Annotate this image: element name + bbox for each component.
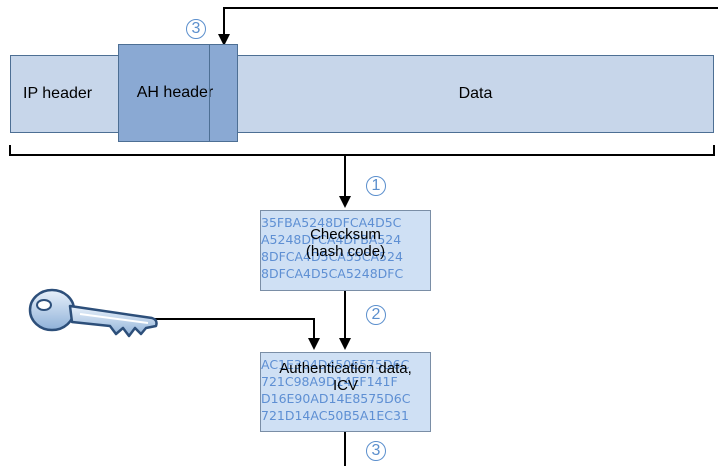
auth-data-box: AC1E304D450E575D6C 721C98A9D14EF141F D16… (260, 352, 431, 432)
data-segment: Data (237, 55, 714, 133)
ah-divider (209, 44, 210, 142)
key-icon (28, 288, 158, 338)
step-number-bottom: 3 (366, 441, 386, 461)
data-label: Data (458, 85, 493, 102)
checksum-box: 35FBA5248DFCA4D5C A5248DFCA4DFBA524 8DFC… (260, 210, 431, 291)
ip-header-segment: IP header (10, 55, 122, 133)
auth-label: Authentication data, (279, 360, 412, 377)
checksum-hex-line: 35FBA5248DFCA4D5C (261, 215, 402, 230)
checksum-hex-line: A5248DFCA4DFBA524 (261, 232, 402, 247)
return-arrow (223, 7, 718, 40)
auth-hex-line: 721D14AC50B5A1EC31 (261, 408, 409, 423)
auth-sublabel: ICV (332, 377, 358, 394)
step-number-1: 1 (366, 176, 386, 196)
checksum-label: Checksum (310, 226, 381, 243)
auth-hex-line: AC1E304D450E575D6C (261, 357, 410, 372)
ip-header-label: IP header (23, 85, 93, 102)
auth-hex-line: D16E90AD14E8575D6C (261, 391, 411, 406)
step-number-2: 2 (366, 305, 386, 325)
ah-header-label: AH header (136, 84, 214, 101)
step-number-top: 3 (186, 19, 206, 39)
packet-bracket (9, 145, 715, 156)
auth-hex-line: 721C98A9D14EF141F (261, 374, 398, 389)
ah-header-segment: AH header (118, 44, 238, 142)
checksum-sublabel: (hash code) (305, 243, 386, 260)
checksum-hex-line: 8DFCA4D5CA5248DFC (261, 266, 404, 281)
checksum-hex-line: 8DFCA4D5CA55CA524 (261, 249, 403, 264)
